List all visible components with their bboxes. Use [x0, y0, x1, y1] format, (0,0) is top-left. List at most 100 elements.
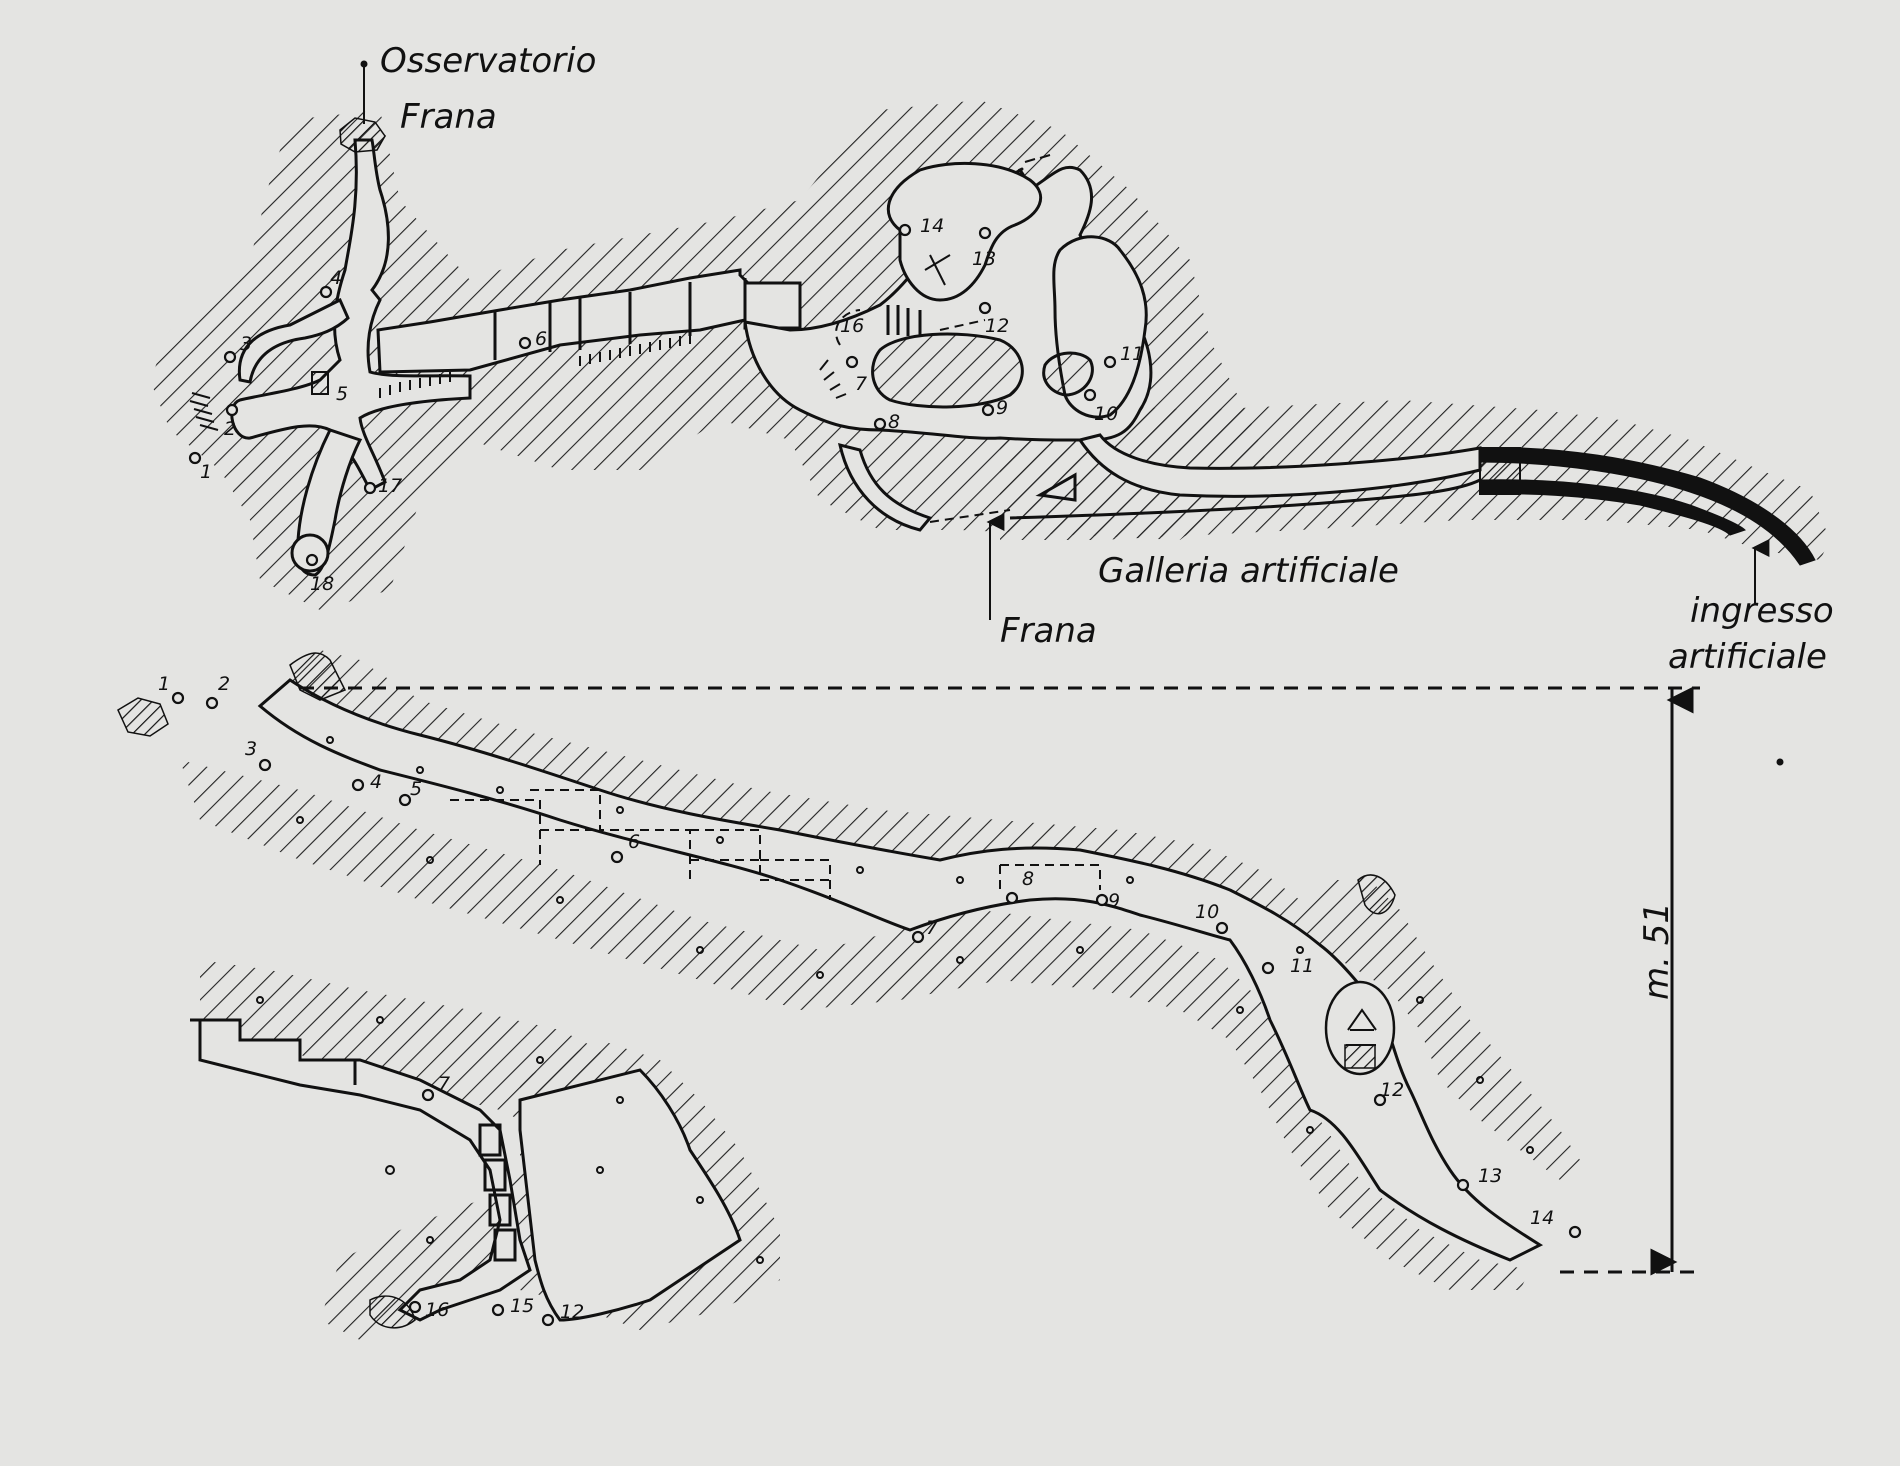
plan-station: 9 — [981, 397, 1008, 419]
plan-west-scarp — [189, 392, 219, 431]
svg-text:12: 12 — [560, 1301, 584, 1323]
plan-pillar-east — [1043, 353, 1093, 395]
svg-text:16: 16 — [425, 1299, 449, 1321]
plan-stair-ticks — [379, 334, 691, 398]
svg-text:3: 3 — [245, 738, 257, 760]
plan-station: 13 — [972, 226, 996, 270]
svg-text:3: 3 — [240, 333, 252, 355]
plan-west-branches — [230, 138, 472, 493]
svg-text:7: 7 — [855, 373, 867, 395]
svg-text:10: 10 — [1094, 403, 1118, 425]
plan-label-entrance-1: ingresso — [1690, 591, 1834, 631]
section-stations-upper: 1 2 3 4 5 6 7 8 9 10 11 12 13 14 — [158, 673, 1582, 1239]
plan-small-chamber — [290, 533, 330, 573]
svg-text:2: 2 — [224, 418, 236, 440]
svg-text:7: 7 — [926, 917, 938, 939]
svg-text:1: 1 — [158, 673, 170, 695]
section-view — [117, 650, 1700, 1340]
plan-station: 7 — [845, 355, 867, 395]
svg-text:18: 18 — [310, 573, 334, 595]
section-refuge-icon — [1324, 980, 1396, 1076]
plan-inner-bars — [886, 305, 922, 336]
svg-text:14: 14 — [920, 215, 944, 237]
svg-text:4: 4 — [370, 771, 382, 793]
section-lower-chamber — [518, 1068, 742, 1322]
svg-text:7: 7 — [438, 1073, 450, 1095]
svg-text:9: 9 — [1108, 890, 1120, 912]
section-station: 13 — [1456, 1165, 1502, 1192]
section-start-debris — [117, 697, 169, 737]
section-main-passage — [257, 678, 1544, 1262]
svg-text:9: 9 — [996, 397, 1008, 419]
section-station: 10 — [1195, 901, 1229, 935]
plan-south-loop — [838, 442, 933, 532]
svg-text:12: 12 — [1380, 1079, 1404, 1101]
plan-pillar-west-outline — [871, 332, 1024, 409]
plan-block-5 — [311, 371, 329, 395]
plan-chamber-ticks — [819, 359, 847, 399]
svg-text:16: 16 — [840, 315, 864, 337]
section-station: 6 — [610, 831, 640, 864]
section-lower-rock-left — [200, 960, 620, 1140]
svg-text:10: 10 — [1195, 901, 1219, 923]
plan-main-corridor — [376, 268, 752, 374]
plan-view — [150, 60, 1830, 620]
section-station: 15 — [491, 1295, 534, 1317]
plan-triangle — [1035, 472, 1077, 502]
section-station: 11 — [1261, 955, 1314, 977]
plan-west-upper-loop — [237, 297, 350, 384]
svg-text:6: 6 — [535, 328, 547, 350]
section-station: 12 — [541, 1301, 584, 1327]
plan-label-observatory: Osservatorio — [380, 41, 596, 81]
plan-station: 1 — [188, 451, 212, 483]
section-station: 3 — [245, 738, 272, 772]
svg-text:5: 5 — [410, 778, 422, 800]
plan-label-entrance-2: artificiale — [1668, 637, 1827, 677]
plan-label-landslide-bottom: Frana — [1000, 611, 1097, 651]
plan-station: 10 — [1083, 388, 1118, 425]
plan-station: 3 — [223, 333, 252, 364]
svg-text:11: 11 — [1290, 955, 1314, 977]
section-station: 9 — [1095, 890, 1120, 912]
svg-text:1: 1 — [200, 461, 212, 483]
section-floor-rock — [180, 760, 1530, 1290]
plan-pillar-east-outline — [1042, 351, 1094, 397]
section-station: 8 — [1005, 868, 1034, 905]
svg-text:13: 13 — [972, 248, 996, 270]
plan-observatory-dot — [360, 60, 368, 68]
plan-north-chamber — [886, 162, 1043, 302]
svg-text:4: 4 — [330, 267, 342, 289]
section-station: 4 — [351, 771, 382, 793]
section-station: 5 — [398, 778, 422, 807]
section-station: 1 — [158, 673, 185, 705]
svg-text:2: 2 — [218, 673, 230, 695]
section-station: 14 — [1530, 1207, 1582, 1239]
plan-label-gallery: Galleria artificiale — [1098, 551, 1399, 591]
plan-observatory-debris — [339, 117, 386, 153]
plan-pillar-west — [872, 334, 1023, 407]
plan-station: 11 — [1103, 343, 1144, 369]
section-station: 7 — [911, 917, 938, 944]
section-station: 2 — [205, 673, 230, 710]
section-lower-steps — [190, 1018, 357, 1085]
stray-dot — [1776, 758, 1784, 766]
section-station: 16 — [408, 1299, 449, 1321]
plan-corridor-bars — [493, 278, 802, 360]
plan-entrance-door — [1479, 447, 1521, 495]
plan-inner-dash-12 — [939, 319, 986, 331]
plan-entrance-wall-bottom — [1479, 479, 1746, 536]
plan-station: 4 — [319, 267, 342, 299]
plan-landslide-dashes — [929, 509, 1011, 523]
plan-station: 2 — [224, 403, 239, 440]
plan-stations: 1 2 3 4 5 6 7 8 9 10 11 12 13 14 16 17 1… — [188, 215, 1144, 595]
plan-station: 16 — [840, 315, 864, 337]
plan-north-dashes — [1024, 154, 1051, 163]
svg-text:14: 14 — [1530, 1207, 1554, 1229]
plan-station: 6 — [518, 328, 547, 350]
svg-text:17: 17 — [378, 475, 402, 497]
section-roof-rock — [270, 650, 1580, 1180]
section-dashed-chambers — [450, 789, 1101, 900]
svg-text:15: 15 — [510, 1295, 534, 1317]
svg-text:12: 12 — [985, 315, 1009, 337]
